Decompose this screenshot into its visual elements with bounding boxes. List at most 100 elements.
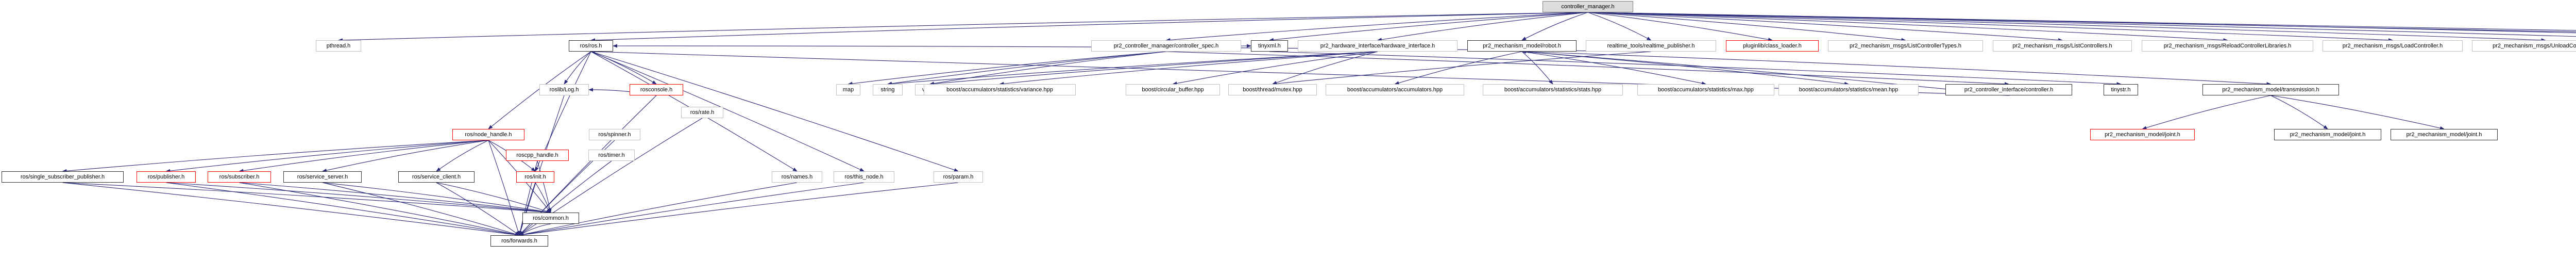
graph-node-label: ros/node_handle.h [465,131,512,138]
graph-node-label: rosconsole.h [640,86,673,93]
graph-node-label: boost/accumulators/statistics/max.hpp [1658,86,1754,93]
graph-edge [535,182,551,213]
graph-node-n45[interactable]: ros/param.h [934,171,983,183]
graph-node-label: ros/ros.h [580,42,602,49]
graph-edge [1377,12,1588,42]
graph-node-label: map [842,86,854,93]
graph-node-n21[interactable]: boost/accumulators/statistics/variance.h… [924,84,1076,95]
graph-node-n35[interactable]: ros/single_subscriber_publisher.h [2,171,124,183]
graph-node-n37[interactable]: ros/subscriber.h [208,171,271,183]
graph-edge [1587,12,2576,29]
graph-edge [166,182,520,237]
graph-node-n19[interactable]: string [873,84,903,95]
graph-node-n47[interactable]: rosconsole.h [630,84,683,95]
graph-node-n24[interactable]: boost/accumulators/accumulators.hpp [1326,84,1464,95]
graph-node-n46[interactable]: roslib/Log.h [539,84,589,95]
graph-edge [1172,51,1378,85]
graph-edge [165,140,489,173]
graph-edge [1587,12,1773,41]
graph-node-label: ros/publisher.h [147,173,185,180]
graph-edge [239,140,489,173]
graph-edge [436,182,520,236]
graph-edge [322,182,520,236]
graph-edge [62,182,520,237]
graph-edge [1165,12,1588,42]
graph-edge [322,182,551,214]
graph-node-n08[interactable]: pluginlib/class_loader.h [1726,40,1819,52]
graph-node-n48[interactable]: ros/rate.h [681,107,723,118]
graph-node-n02[interactable]: ros/ros.h [569,40,613,52]
graph-node-label: ros/spinner.h [598,131,631,138]
graph-node-label: pr2_mechanism_model/joint.h [2290,131,2366,138]
graph-node-n18[interactable]: map [836,84,860,95]
graph-node-root[interactable]: controller_manager.h [1543,1,1633,12]
graph-node-label: boost/accumulators/statistics/stats.hpp [1504,86,1602,93]
graph-node-label: controller_manager.h [1561,3,1615,10]
graph-edge [887,51,1166,86]
graph-node-n42[interactable]: ros/forwards.h [490,235,548,247]
graph-node-n39[interactable]: ros/service_client.h [398,171,474,183]
graph-node-n51[interactable]: ros/timer.h [588,150,635,161]
graph-node-n07[interactable]: realtime_tools/realtime_publisher.h [1586,40,1716,52]
graph-node-label: boost/accumulators/accumulators.hpp [1347,86,1443,93]
graph-node-n22[interactable]: boost/circular_buffer.hpp [1126,84,1220,95]
graph-node-label: ros/service_client.h [412,173,461,180]
graph-node-label: ros/timer.h [598,152,625,158]
graph-node-n12[interactable]: pr2_mechanism_msgs/LoadController.h [2323,40,2463,52]
graph-node-n28[interactable]: pr2_controller_interface/controller.h [1945,84,2072,95]
graph-node-n33[interactable]: pr2_mechanism_model/joint.h [2391,129,2498,140]
graph-edge [1269,51,2122,86]
graph-edge [1521,51,1553,85]
graph-node-n26[interactable]: boost/accumulators/statistics/max.hpp [1637,84,1774,95]
graph-node-n38[interactable]: ros/service_server.h [283,171,362,183]
graph-edge [1587,12,2063,42]
graph-node-n49[interactable]: roscpp_handle.h [506,150,569,161]
graph-edge [929,51,1166,86]
graph-node-n44[interactable]: ros/this_node.h [834,171,894,183]
graph-node-n11[interactable]: pr2_mechanism_msgs/ReloadControllerLibra… [2142,40,2313,52]
graph-node-label: pr2_mechanism_msgs/UnloadController.h [2493,42,2576,49]
graph-edge [1587,12,1906,42]
graph-edge [999,51,1378,86]
graph-node-n23[interactable]: boost/thread/mutex.hpp [1228,84,1317,95]
graph-edge [1521,12,1588,41]
graph-node-n50[interactable]: ros/spinner.h [589,129,640,140]
graph-node-n06[interactable]: pr2_mechanism_model/robot.h [1467,40,1577,52]
graph-edge [848,51,1166,86]
graph-node-n25[interactable]: boost/accumulators/statistics/stats.hpp [1483,84,1623,95]
graph-edge [1269,12,1588,42]
graph-node-label: ros/rate.h [690,109,715,116]
graph-node-label: pr2_controller_manager/controller_spec.h [1113,42,1219,49]
graph-node-label: tinystr.h [2111,86,2131,93]
graph-node-n13[interactable]: pr2_mechanism_msgs/UnloadController.h [2472,40,2576,52]
graph-node-n01[interactable]: pthread.h [316,40,361,52]
graph-node-n32[interactable]: pr2_mechanism_model/joint.h [2274,129,2381,140]
graph-node-label: ros/param.h [943,173,974,180]
graph-edge [537,160,552,213]
graph-node-n41[interactable]: ros/common.h [522,213,579,224]
graph-edge [166,182,551,214]
graph-node-label: pr2_hardware_interface/hardware_interfac… [1320,42,1435,49]
graph-edge [1394,51,1522,85]
graph-edge [239,182,551,214]
graph-node-n09[interactable]: pr2_mechanism_msgs/ListControllerTypes.h [1828,40,1983,52]
graph-node-label: roslib/Log.h [549,86,579,93]
graph-edge [1521,51,1849,86]
graph-node-n31[interactable]: pr2_mechanism_model/joint.h [2090,129,2195,140]
graph-node-n04[interactable]: tinyxml.h [1251,40,1288,52]
graph-node-n34[interactable]: ros/node_handle.h [452,129,524,140]
graph-node-n27[interactable]: boost/accumulators/statistics/mean.hpp [1778,84,1919,95]
graph-node-n05[interactable]: pr2_hardware_interface/hardware_interfac… [1298,40,1458,52]
graph-node-n30[interactable]: pr2_mechanism_model/transmission.h [2202,84,2339,95]
graph-edge [1521,51,1706,85]
graph-edge [590,51,657,85]
graph-node-n03[interactable]: pr2_controller_manager/controller_spec.h [1091,40,1241,52]
graph-node-label: pr2_mechanism_msgs/ListControllers.h [2012,42,2112,49]
graph-node-n29[interactable]: tinystr.h [2104,84,2138,95]
graph-node-n36[interactable]: ros/publisher.h [137,171,196,183]
graph-node-label: ros/forwards.h [501,237,537,244]
graph-node-n40[interactable]: ros/init.h [516,171,554,183]
graph-node-n10[interactable]: pr2_mechanism_msgs/ListControllers.h [1993,40,2132,52]
graph-node-n43[interactable]: ros/names.h [772,171,822,183]
